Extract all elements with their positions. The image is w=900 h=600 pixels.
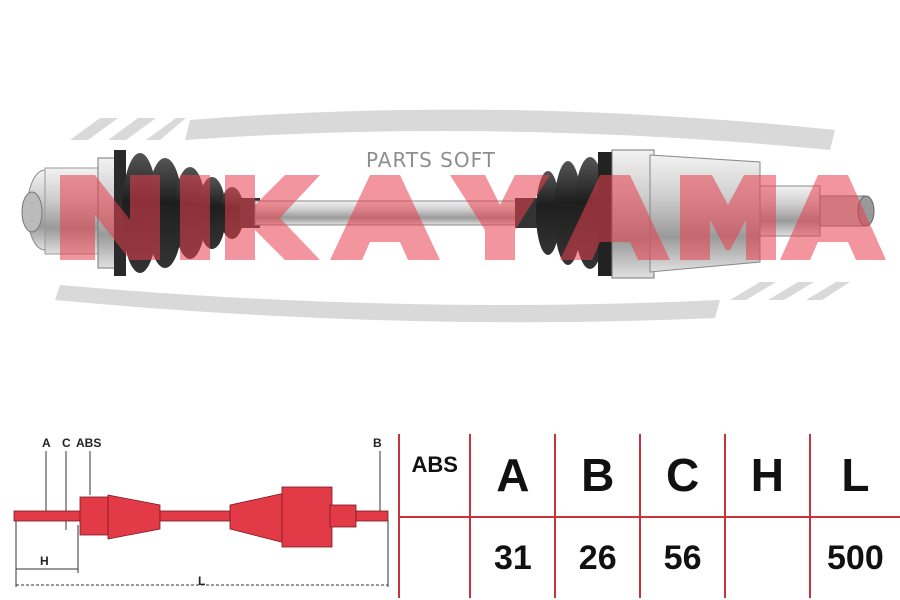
label-a: A (42, 436, 51, 450)
header-b: B (554, 434, 642, 518)
brand-logo (60, 175, 886, 260)
value-b: 26 (554, 516, 642, 598)
label-b: B (373, 436, 382, 450)
header-a: A (469, 434, 557, 518)
header-c: C (639, 434, 726, 518)
logo-swoosh-top (70, 109, 835, 150)
value-c: 56 (639, 516, 726, 598)
table-header-row: ABS A B C H L (397, 434, 900, 518)
shaft-outline (13, 486, 389, 548)
label-abs: ABS (76, 436, 101, 450)
dimension-diagram: A C ABS B H L (13, 436, 389, 588)
header-l: L (808, 434, 900, 518)
label-h: H (40, 554, 49, 568)
table-value-row: 31 26 56 500 (397, 516, 900, 598)
spec-table: ABS A B C H L 31 26 56 500 (397, 434, 900, 598)
label-c: C (62, 436, 71, 450)
label-l: L (198, 574, 205, 588)
dimension-lines (15, 451, 389, 587)
watermark-text: PARTS SOFT (366, 148, 496, 172)
diagram-labels: A C ABS B H L (40, 436, 382, 588)
value-h (724, 516, 811, 598)
drive-shaft-photo (21, 109, 886, 323)
header-abs: ABS (397, 434, 472, 518)
value-abs (397, 516, 472, 598)
logo-swoosh-bottom (55, 282, 850, 323)
value-a: 31 (469, 516, 557, 598)
value-l: 500 (808, 516, 900, 598)
header-h: H (724, 434, 811, 518)
